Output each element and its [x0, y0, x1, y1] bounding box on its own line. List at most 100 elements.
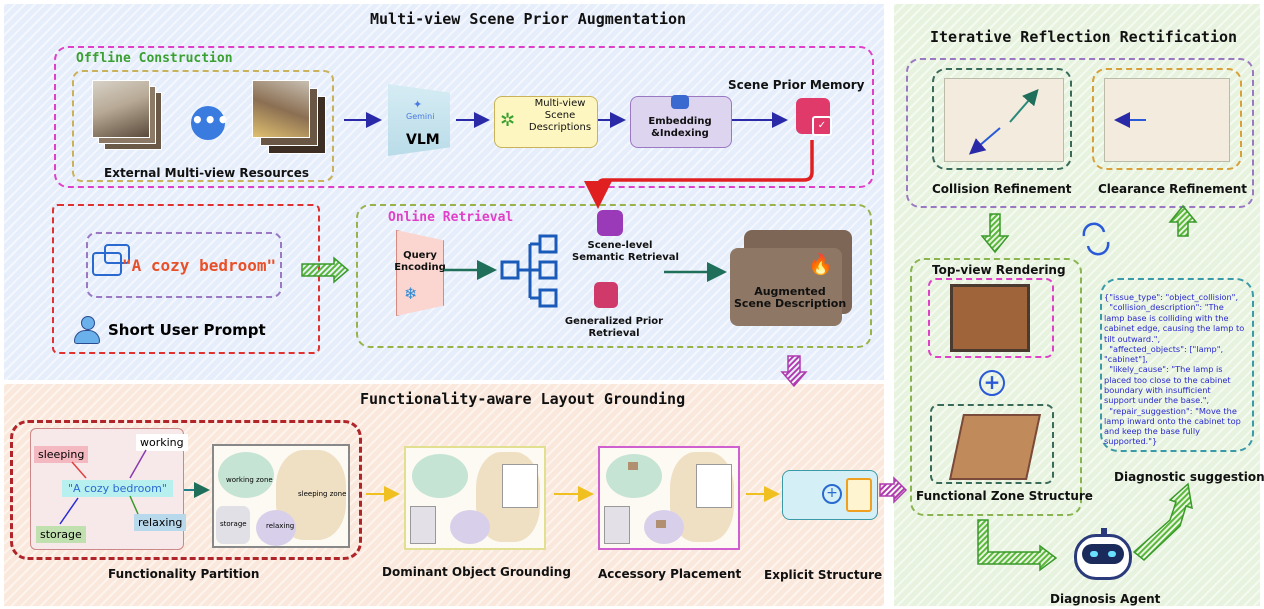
zone-sleeping: sleeping zone — [298, 490, 347, 498]
stage-dominant: Dominant Object Grounding — [382, 565, 571, 579]
generalized-label: Generalized Prior Retrieval — [564, 316, 664, 339]
query-label: Query Encoding — [394, 250, 446, 273]
embedding-label: Embedding &Indexing — [648, 116, 712, 139]
stage-explicit: Explicit Structure — [764, 568, 883, 582]
zone-structure-label: Functional Zone Structure — [916, 489, 1093, 503]
zone-storage: storage — [220, 520, 247, 528]
graph-edges — [59, 449, 147, 525]
diag-suggestions-label: Diagnostic suggestions — [1114, 470, 1264, 484]
node-storage: storage — [36, 526, 86, 543]
descriptions-label: Multi-view Scene Descriptions — [528, 98, 592, 133]
json-line: boundary with insufficient — [1104, 385, 1211, 395]
gemini-icon: ✦ — [413, 98, 423, 111]
folder-icon — [730, 230, 856, 326]
semantic-db-icon — [597, 210, 623, 236]
photo-stack-left — [92, 80, 164, 150]
json-line: "likely_cause": "The lamp is — [1104, 364, 1223, 374]
photo-stack-right — [252, 80, 328, 156]
json-line: cabinet edge, causing the lamp to — [1104, 323, 1245, 333]
offline-title: Offline Construction — [76, 51, 233, 66]
diag-box — [1100, 278, 1254, 452]
plus-circle-icon: + — [822, 484, 842, 504]
dominant-room — [404, 446, 546, 550]
node-working: working — [136, 434, 188, 451]
topview-frame — [928, 278, 1054, 358]
json-line: lamp base is colliding with the — [1104, 313, 1229, 323]
user-icon — [74, 316, 100, 344]
collision-image — [944, 78, 1064, 162]
prompt-text: "A cozy bedroom" — [122, 256, 277, 275]
section-title-flg: Functionality-aware Layout Grounding — [360, 390, 686, 408]
refinement-box — [906, 58, 1254, 208]
json-line: "cabinet"], — [1104, 354, 1148, 364]
online-title: Online Retrieval — [388, 210, 514, 225]
clearance-label: Clearance Refinement — [1098, 182, 1248, 196]
robot-agent-icon — [1068, 528, 1140, 586]
zone-working: working zone — [226, 476, 273, 484]
chat-icon-back — [104, 244, 130, 264]
fire-icon: 🔥 — [808, 252, 833, 276]
robot-icon — [671, 95, 689, 109]
memory-label: Scene Prior Memory — [728, 78, 865, 92]
network-icon: ✲ — [500, 110, 516, 131]
gemini-label: Gemini — [406, 112, 435, 121]
json-line: and keep the base fully — [1104, 426, 1200, 436]
arrow-down-layout — [780, 355, 808, 388]
zone-map — [212, 444, 350, 548]
clearance-box — [1092, 68, 1242, 170]
vlm-box — [388, 84, 450, 156]
json-line: "collision_description": "The — [1104, 302, 1224, 312]
refresh-cycle-icon — [1082, 222, 1110, 256]
stage-accessory: Accessory Placement — [598, 567, 742, 581]
zone-relaxing: relaxing — [266, 522, 295, 530]
json-line: "affected_objects": ["lamp", — [1104, 344, 1224, 354]
json-line: support under the base.", — [1104, 395, 1210, 405]
accessory-room — [598, 446, 740, 550]
prompt-label: Short User Prompt — [108, 321, 266, 339]
json-line: supported."} — [1104, 436, 1158, 446]
resources-box — [72, 70, 334, 182]
topview-label: Top-view Rendering — [932, 263, 1066, 277]
section-title-irr: Iterative Reflection Rectification — [930, 28, 1238, 46]
json-line: {"issue_type": "object_collision", — [1104, 292, 1239, 302]
snowflake-icon: ❄ — [404, 284, 418, 303]
collision-box — [932, 68, 1072, 170]
arrow-prompt-online — [301, 256, 350, 284]
arrow-refine-down — [980, 213, 1010, 254]
json-line: placed too close to the cabinet — [1104, 375, 1231, 385]
collision-arrow-in — [968, 127, 1001, 155]
chat-icon — [92, 252, 122, 276]
semantic-label: Scene-level Semantic Retrieval — [572, 240, 679, 263]
arrow-up-refine — [1168, 204, 1198, 237]
prompt-box — [52, 204, 320, 354]
collision-arrow-out — [1009, 88, 1039, 123]
topview-image — [950, 284, 1030, 352]
json-line: lamp inward onto the cabinet top — [1104, 416, 1241, 426]
arrow-agent-diag — [1132, 482, 1193, 561]
json-line: "repair_suggestion": "Move the — [1104, 406, 1237, 416]
database-check-icon: ✓ — [812, 116, 832, 136]
plus-circle-icon-2: + — [979, 370, 1005, 396]
online-box — [356, 204, 872, 348]
render-box — [910, 258, 1082, 516]
generalized-db-icon — [594, 282, 618, 308]
partition-box — [10, 420, 362, 560]
collision-label: Collision Refinement — [932, 182, 1072, 196]
ellipsis-icon: ••• — [191, 106, 229, 140]
resources-label: External Multi-view Resources — [104, 166, 310, 180]
vlm-label: VLM — [406, 132, 440, 148]
scene-prior-panel — [4, 4, 884, 380]
arrow-memory-retrieval — [584, 140, 814, 209]
arrow-render-agent — [977, 519, 1058, 572]
list-icon — [846, 478, 872, 512]
augmented-label: Augmented Scene Description — [734, 285, 847, 310]
zone3d-frame — [930, 404, 1054, 484]
stage-partition: Functionality Partition — [108, 567, 260, 581]
node-relaxing: relaxing — [134, 514, 187, 531]
node-sleeping: sleeping — [34, 446, 89, 463]
prompt-inner-box — [86, 232, 282, 298]
hierarchy-shapes — [500, 234, 558, 308]
agent-label: Diagnosis Agent — [1050, 592, 1161, 606]
node-center: "A cozy bedroom" — [62, 480, 173, 497]
